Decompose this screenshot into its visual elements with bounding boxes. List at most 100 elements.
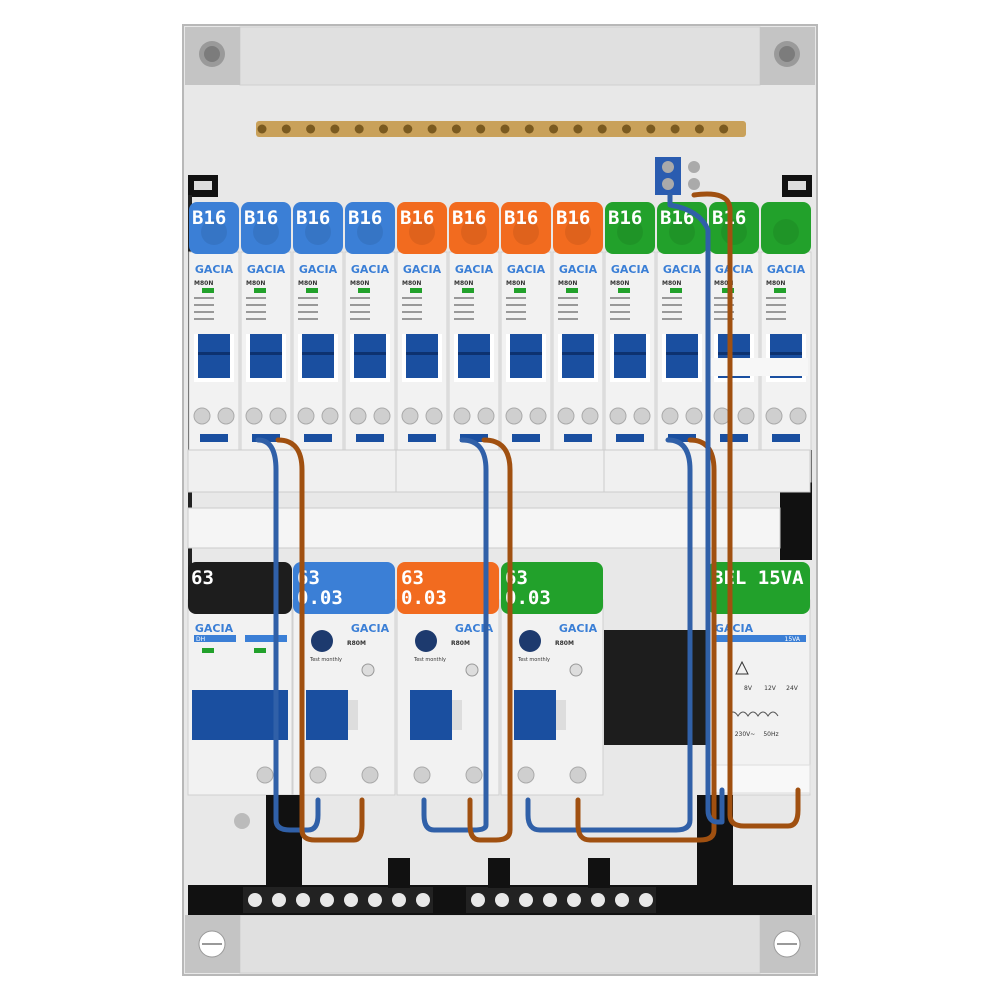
- busbar-screw: [646, 124, 656, 134]
- terminal-screw: [401, 407, 419, 425]
- wiring: [255, 191, 801, 843]
- brand-label: GACIA: [351, 622, 390, 635]
- mcb-toggle-ridge: [510, 352, 542, 355]
- mcb-indicator: [774, 288, 786, 293]
- mcb-model-label: M80N: [766, 280, 785, 287]
- terminal-screw: [297, 407, 315, 425]
- rcd-cap: [397, 562, 499, 614]
- busbar-screw: [354, 124, 364, 134]
- mcb-model-label: M80N: [350, 280, 369, 287]
- mcb-breaker: GACIA M80N: [760, 202, 812, 483]
- neutral-terminal: [655, 157, 700, 195]
- main-switch-cap: [188, 562, 292, 614]
- mcb-model-label: M80N: [506, 280, 525, 287]
- mcb-insert: [710, 358, 808, 376]
- mcb-spec-line: [350, 311, 370, 313]
- terminal-screw: [519, 893, 533, 907]
- mcb-toggle: [614, 334, 646, 378]
- terminal-screw: [344, 893, 358, 907]
- mcb-cap-knob: [565, 219, 591, 245]
- mcb-cap: [605, 202, 655, 254]
- mcb-spec-line: [298, 318, 318, 320]
- rcd-sensitivity: 0.03: [505, 587, 551, 609]
- mcb-cap: [761, 202, 811, 254]
- brand-label: GACIA: [559, 622, 598, 635]
- main-switch-model-bar: [194, 635, 236, 642]
- mcb-toggle-ridge: [406, 352, 438, 355]
- brand-label: GACIA: [767, 263, 806, 276]
- brand-label: GACIA: [559, 263, 598, 276]
- busbar-screw: [476, 124, 486, 134]
- mcb-toggle-ridge: [458, 352, 490, 355]
- bell-icon: [735, 660, 749, 675]
- din-clip-slot: [788, 181, 806, 190]
- terminal-screw: [737, 407, 755, 425]
- busbar-screw: [451, 124, 461, 134]
- brand-label: GACIA: [663, 263, 702, 276]
- corner-screw-tl: [185, 27, 240, 85]
- corner-screw-tr: [760, 27, 815, 85]
- mcb-spec-line: [246, 311, 266, 313]
- terminal-screw: [368, 893, 382, 907]
- brand-label: GACIA: [351, 263, 390, 276]
- mcb-model-label: M80N: [246, 280, 265, 287]
- terminal-screw: [685, 407, 703, 425]
- mcb-cap-knob: [513, 219, 539, 245]
- busbar-screw: [549, 124, 559, 134]
- phase-wire: [275, 437, 365, 843]
- terminal-screw: [320, 893, 334, 907]
- busbar-screw: [306, 124, 316, 134]
- test-button-icon: [415, 630, 437, 652]
- terminal-screw: [373, 407, 391, 425]
- rcd-indicator-icon: [569, 663, 583, 677]
- mcb-toggle: [562, 334, 594, 378]
- transformer-tap: 24V: [786, 685, 799, 692]
- brand-label: GACIA: [715, 263, 754, 276]
- mcb-indicator: [514, 288, 526, 293]
- mcb-cap-knob: [201, 219, 227, 245]
- terminal-screw: [309, 766, 327, 784]
- main-switch-indicator: [202, 648, 214, 653]
- cable-clip: [488, 858, 510, 888]
- brand-label: GACIA: [299, 263, 338, 276]
- terminal-screw: [416, 893, 430, 907]
- mcb-spec-line: [610, 304, 630, 306]
- rcd-toggle-slot: [348, 700, 358, 730]
- main-switch-model-bar: [245, 635, 287, 642]
- terminal-screw: [517, 766, 535, 784]
- mcb-spec-line: [298, 304, 318, 306]
- mcb-cap-knob: [669, 219, 695, 245]
- mcb-cap-knob: [461, 219, 487, 245]
- rcd-model: R80M: [347, 640, 366, 647]
- transformer-tap: 8V: [744, 685, 753, 692]
- mcb-cap-knob: [773, 219, 799, 245]
- terminal-screw: [272, 893, 286, 907]
- neutral-wire: [255, 437, 321, 833]
- terminal-screw: [639, 893, 653, 907]
- rcd-indicator-icon: [465, 663, 479, 677]
- mcb-model-label: M80N: [454, 280, 473, 287]
- rcd-indicator-icon: [361, 663, 375, 677]
- mcb-spec-line: [714, 311, 734, 313]
- test-button-icon: [519, 630, 541, 652]
- busbar-screw: [719, 124, 729, 134]
- mcb-cap: [709, 202, 759, 254]
- terminal-screw: [615, 893, 629, 907]
- neutral-wire: [667, 192, 725, 825]
- bottom-terminal-bar: [188, 795, 812, 915]
- transformer-cap: [708, 562, 810, 614]
- mcb-model-label: M80N: [558, 280, 577, 287]
- mcb-cap: [449, 202, 499, 254]
- transformer-base: [707, 764, 811, 794]
- terminal-screw: [392, 893, 406, 907]
- mcb-clip: [356, 434, 384, 442]
- terminal-screw: [471, 893, 485, 907]
- top-cover: [239, 26, 761, 86]
- mcb-spec-line: [350, 297, 370, 299]
- mcb-spec-line: [246, 304, 266, 306]
- mcb-spec-line: [766, 297, 786, 299]
- mcb-toggle-ridge: [718, 352, 750, 355]
